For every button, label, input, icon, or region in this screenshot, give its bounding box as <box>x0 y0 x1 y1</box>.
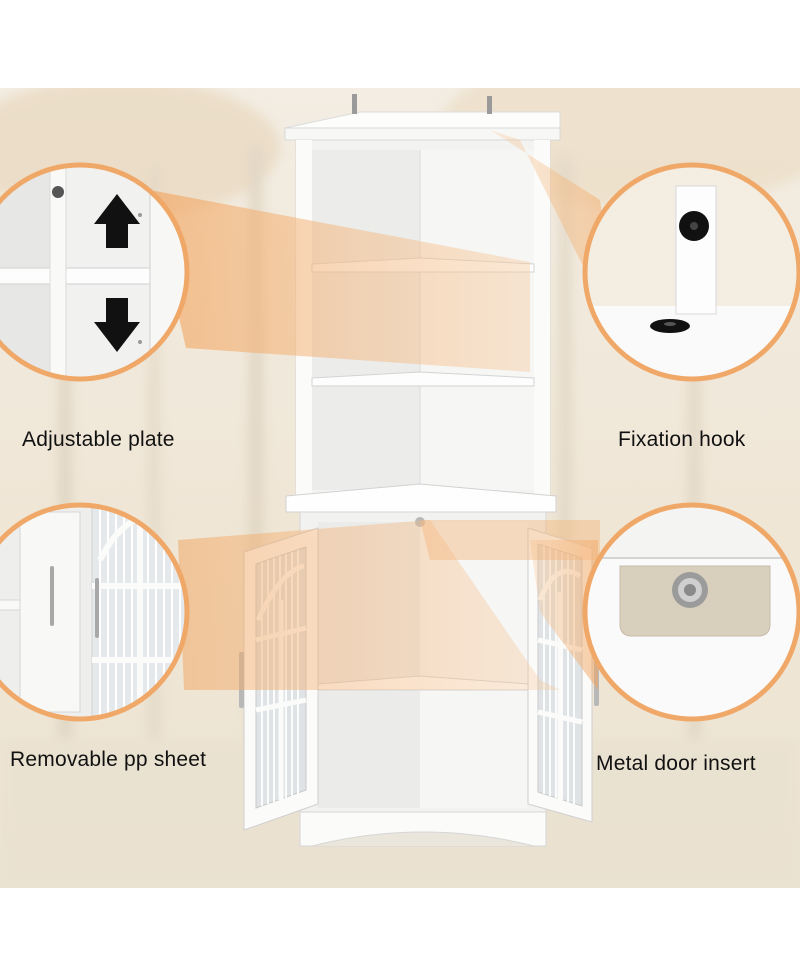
hook-top-right <box>487 96 492 114</box>
shelf-2 <box>311 371 535 387</box>
callout-metal-insert <box>582 502 800 722</box>
corner-cabinet <box>239 94 599 847</box>
arrow-up-icon <box>94 194 140 248</box>
callout-fixation-hook <box>582 162 800 382</box>
label-fixation-hook: Fixation hook <box>618 428 746 451</box>
label-adjustable-plate: Adjustable plate <box>22 428 175 451</box>
label-removable-pp-sheet: Removable pp sheet <box>10 748 207 771</box>
callout-removable-sheet <box>0 502 190 722</box>
beam-metal-insert <box>530 540 598 690</box>
label-metal-door-insert: Metal door insert <box>596 752 756 775</box>
mid-counter <box>285 483 557 513</box>
beam-removable-sheet <box>178 520 560 690</box>
arrow-down-icon <box>94 298 140 352</box>
hook-top-left <box>352 94 357 114</box>
beam-adjustable-plate <box>150 190 530 372</box>
